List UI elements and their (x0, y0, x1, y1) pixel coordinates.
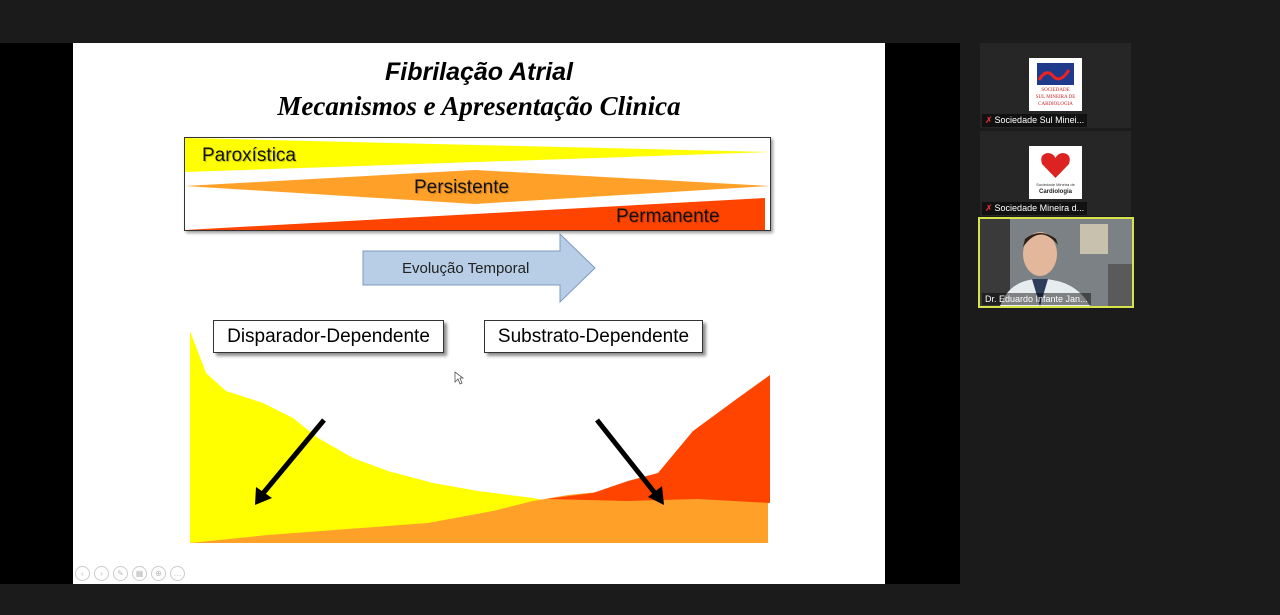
next-slide-icon[interactable]: › (94, 566, 109, 581)
persistente-wedge (185, 170, 770, 204)
mechanism-area-chart (190, 331, 770, 543)
paroxistica-wedge (185, 138, 770, 172)
slide-subtitle: Mecanismos e Apresentação Clinica (277, 91, 681, 121)
substrate-arrow (595, 418, 660, 499)
permanente-label: Permanente (616, 206, 720, 227)
permanente-wedge (185, 198, 765, 230)
participant-tile-sul-mineira[interactable]: SOCIEDADE SUL MINEIRA DE CARDIOLOGIA ✗So… (980, 43, 1131, 128)
substrate-arrowhead (648, 486, 664, 505)
trigger-area (190, 331, 768, 543)
participant-name: ✗Sociedade Mineira d... (982, 202, 1088, 215)
persistente-label: Persistente (414, 177, 510, 198)
pen-icon[interactable]: ✎ (113, 566, 128, 581)
mic-muted-icon: ✗ (985, 203, 993, 213)
mouse-cursor-icon (454, 371, 464, 385)
substrate-dependent-box: Substrato-Dependente (484, 320, 703, 353)
af-types-wedges (185, 138, 770, 230)
sul-mineira-logo: SOCIEDADE SUL MINEIRA DE CARDIOLOGIA (1029, 58, 1082, 111)
mineira-heart-logo-icon: Sociedade Mineira de Cardiologia (1036, 153, 1076, 195)
svg-text:Sociedade Mineira de: Sociedade Mineira de (1036, 182, 1075, 187)
evolution-arrow (362, 233, 596, 304)
participant-name: ✗Sociedade Sul Minei... (982, 114, 1088, 127)
evolution-arrow-label: Evolução Temporal (402, 260, 530, 277)
svg-text:SOCIEDADE: SOCIEDADE (1041, 88, 1069, 93)
svg-text:CARDIOLOGIA: CARDIOLOGIA (1038, 102, 1073, 107)
speaker-video-feed (980, 219, 1132, 306)
trigger-arrow (258, 418, 326, 499)
slides-grid-icon[interactable]: ▦ (132, 566, 147, 581)
participant-name: Dr. Eduardo Infante Jan... (982, 293, 1091, 305)
sul-mineira-logo-icon: SOCIEDADE SUL MINEIRA DE CARDIOLOGIA (1036, 63, 1076, 107)
svg-text:SUL MINEIRA DE: SUL MINEIRA DE (1036, 95, 1076, 100)
mineira-logo: Sociedade Mineira de Cardiologia (1029, 146, 1082, 199)
zoom-icon[interactable]: ⊕ (151, 566, 166, 581)
prev-slide-icon[interactable]: ‹ (75, 566, 90, 581)
svg-text:Cardiologia: Cardiologia (1039, 189, 1073, 195)
trigger-arrowhead (255, 487, 272, 505)
presentation-slide: Fibrilação Atrial Mecanismos e Apresenta… (73, 43, 885, 584)
trigger-dependent-box: Disparador-Dependente (213, 320, 444, 353)
mic-muted-icon: ✗ (985, 115, 993, 125)
participant-tile-active-speaker[interactable]: Dr. Eduardo Infante Jan... (978, 217, 1134, 308)
slide-title: Fibrilação Atrial (384, 58, 573, 86)
paroxistica-label: Paroxística (202, 145, 296, 166)
af-types-box: Paroxística Persistente Permanente (184, 137, 771, 231)
more-options-icon[interactable]: … (170, 566, 185, 581)
meeting-top-bar (0, 0, 1280, 43)
slideshow-controls: ‹ › ✎ ▦ ⊕ … (75, 566, 185, 581)
substrate-area (546, 375, 770, 503)
participant-tile-mineira[interactable]: Sociedade Mineira de Cardiologia ✗Socied… (980, 131, 1131, 216)
